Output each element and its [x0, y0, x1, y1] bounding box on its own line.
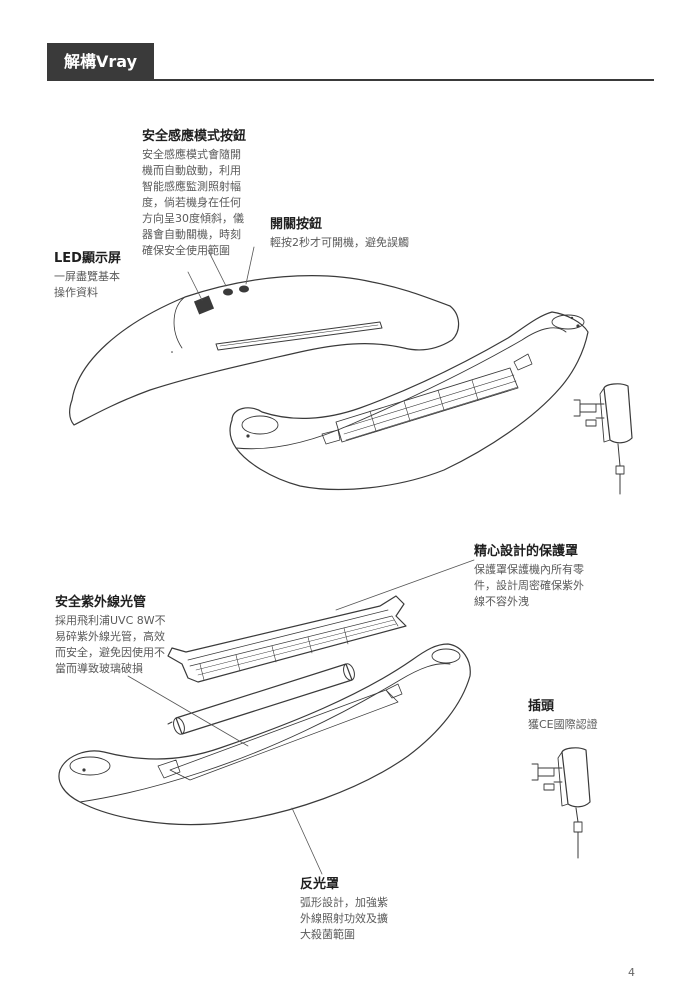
callout-line: 輕按2秒才可開機，避免誤觸	[270, 236, 409, 249]
callout-line: 器會自動關機，時刻	[142, 228, 241, 241]
callout-line: 機而自動啟動，利用	[142, 164, 241, 177]
callout-plug-title: 插頭	[528, 699, 555, 714]
uv-tube-part	[167, 663, 355, 735]
callout-line: 當而導致玻璃破損	[55, 662, 143, 675]
callout-led-title: LED顯示屏	[54, 251, 121, 266]
protective-cover-part	[167, 595, 407, 683]
callout-line: 獲CE國際認證	[528, 718, 598, 731]
callout-sensor-desc: 安全感應模式會隨開 機而自動啟動，利用 智能感應監測照射幅 度，倘若機身在任何 …	[142, 147, 246, 259]
leader-lines	[127, 246, 475, 875]
callout-cover-title: 精心設計的保護罩	[474, 544, 579, 559]
callout-uv-title: 安全紫外線光管	[55, 595, 147, 610]
reflector-body-part	[58, 643, 471, 826]
page-number: 4	[628, 966, 635, 979]
section-title-tab: 解構Vray	[47, 43, 154, 80]
callout-led-desc: 一屏盡覽基本 操作資料	[54, 269, 121, 301]
callout-line: 確保安全使用範圍	[142, 244, 230, 257]
header-rule	[47, 79, 654, 81]
callout-line: 外線照射功效及擴	[300, 912, 388, 925]
callout-line: 易碎紫外線光管，高效	[55, 630, 165, 643]
callout-line: 一屏盡覽基本	[54, 270, 120, 283]
plug-top-part	[573, 383, 633, 495]
callout-line: 智能感應監測照射幅	[142, 180, 241, 193]
section-title: 解構Vray	[63, 52, 137, 71]
callout-line: 線不容外洩	[474, 595, 529, 608]
callout-led-display: LED顯示屏 一屏盡覽基本 操作資料	[54, 250, 121, 301]
callout-line: 操作資料	[54, 286, 98, 299]
callout-uv-tube: 安全紫外線光管 採用飛利浦UVC 8W不 易碎紫外線光管，高效 而安全，避免因使…	[55, 594, 166, 677]
callout-plug: 插頭 獲CE國際認證	[528, 698, 598, 733]
callout-line: 件，設計周密確保紫外	[474, 579, 584, 592]
callout-line: 大殺菌範圍	[300, 928, 355, 941]
callout-line: 保護罩保護機內所有零	[474, 563, 584, 576]
callout-sensor-button: 安全感應模式按鈕 安全感應模式會隨開 機而自動啟動，利用 智能感應監測照射幅 度…	[142, 128, 246, 259]
callout-reflector-title: 反光罩	[300, 877, 340, 892]
callout-power-title: 開關按鈕	[270, 217, 323, 232]
callout-uv-desc: 採用飛利浦UVC 8W不 易碎紫外線光管，高效 而安全，避免因使用不 當而導致玻…	[55, 613, 166, 677]
device-bottom-body	[229, 311, 589, 491]
callout-protective-cover: 精心設計的保護罩 保護罩保護機內所有零 件，設計周密確保紫外 線不容外洩	[474, 543, 584, 610]
callout-plug-desc: 獲CE國際認證	[528, 717, 598, 733]
callout-power-desc: 輕按2秒才可開機，避免誤觸	[270, 235, 409, 251]
callout-line: 而安全，避免因使用不	[55, 646, 165, 659]
device-top-body	[69, 275, 460, 426]
callout-line: 採用飛利浦UVC 8W不	[55, 614, 166, 627]
callout-reflector: 反光罩 弧形設計，加強紫 外線照射功效及擴 大殺菌範圍	[300, 876, 388, 943]
plug-bottom-part	[531, 747, 591, 859]
callout-line: 安全感應模式會隨開	[142, 148, 241, 161]
callout-line: 方向呈30度傾斜，儀	[142, 212, 244, 225]
callout-power-button: 開關按鈕 輕按2秒才可開機，避免誤觸	[270, 216, 409, 251]
callout-sensor-title: 安全感應模式按鈕	[142, 129, 247, 144]
callout-cover-desc: 保護罩保護機內所有零 件，設計周密確保紫外 線不容外洩	[474, 562, 584, 610]
callout-reflector-desc: 弧形設計，加強紫 外線照射功效及擴 大殺菌範圍	[300, 895, 388, 943]
callout-line: 弧形設計，加強紫	[300, 896, 388, 909]
callout-line: 度，倘若機身在任何	[142, 196, 241, 209]
